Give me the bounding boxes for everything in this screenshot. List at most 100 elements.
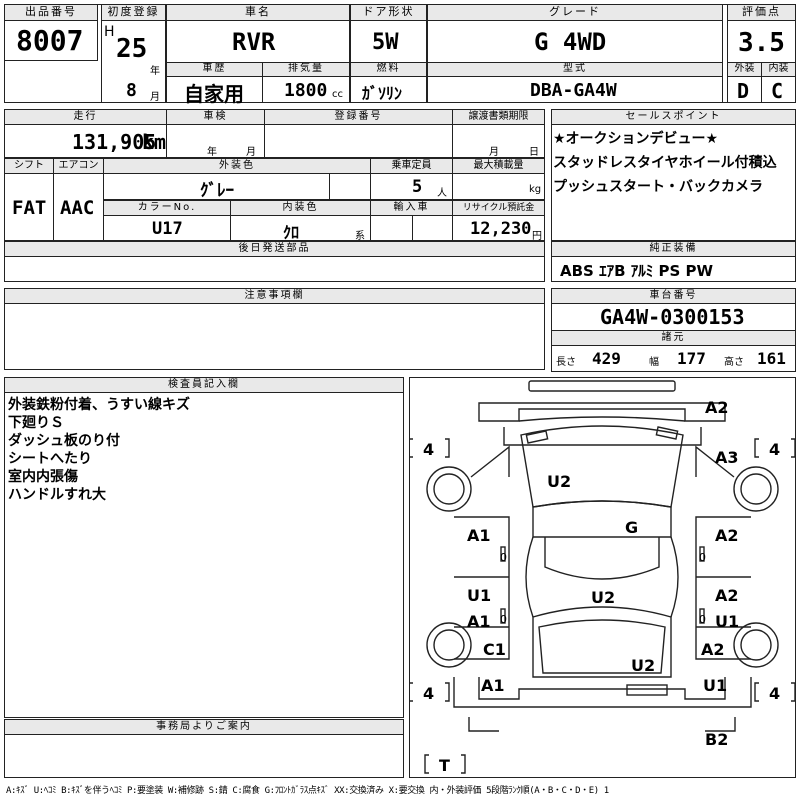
score-header: 評価点 — [727, 4, 796, 21]
inspector-note-6: ハンドルすれ大 — [8, 487, 106, 503]
shift: FAT — [12, 197, 47, 219]
score: 3.5 — [738, 28, 785, 58]
sales-point-line-3: プッシュスタート・バックカメラ — [553, 179, 763, 195]
legend: A:ｷｽﾞ U:ﾍｺﾐ B:ｷｽﾞを伴うﾍｺﾐ P:要塗装 W:補修跡 S:錆 … — [6, 786, 609, 796]
model-code: DBA-GA4W — [530, 80, 617, 101]
sales-points-cell — [551, 124, 796, 241]
mark-left-rear-door-lower: A1 — [467, 612, 491, 631]
car-name: RVR — [232, 28, 276, 56]
inspector-header: 検査員記入欄 — [4, 377, 404, 393]
capacity: 5 — [412, 177, 423, 197]
import-header: 輸入車 — [370, 200, 453, 216]
height-label: 高さ — [724, 357, 744, 368]
capacity-unit: 人 — [437, 188, 447, 199]
car-name-header: 車名 — [166, 4, 350, 21]
int-color-header: 内装色 — [230, 200, 371, 216]
mark-right-front-door: A2 — [715, 526, 739, 545]
transfer-month-unit: 月 — [489, 147, 499, 158]
mark-right-rear-quarter: U1 — [703, 676, 727, 695]
mark-left-rear-quarter: A1 — [481, 676, 505, 695]
exterior-score: D — [737, 79, 750, 103]
first-registration-cell — [101, 20, 166, 103]
mileage: 131,905 — [72, 130, 157, 154]
zero-mark-right-front: 0 — [699, 551, 706, 564]
later-parts-header: 後日発送部品 — [4, 241, 545, 257]
shift-header: シフト — [4, 158, 54, 174]
sales-points-header: セールスポイント — [551, 109, 796, 125]
inspector-note-1: 外装鉄粉付着、うすい線キズ — [8, 397, 190, 413]
int-color-cell — [230, 215, 371, 241]
notes-header: 注意事項欄 — [4, 288, 545, 304]
inspection-header: 車検 — [166, 109, 265, 125]
mark-rear-bumper: B2 — [705, 730, 728, 749]
tire-rear-left: 4 — [423, 684, 434, 703]
mark-back-door: U2 — [631, 656, 655, 675]
later-parts-cell — [4, 256, 545, 282]
lot-number: 8007 — [16, 24, 84, 57]
dimensions-cell — [551, 345, 796, 372]
height-value: 161 — [757, 349, 786, 368]
width-value: 177 — [677, 349, 706, 368]
grade: G 4WD — [534, 28, 607, 56]
chassis-number: GA4W-0300153 — [600, 305, 745, 329]
sales-point-line-2: スタッドレスタイヤホイール付積込 — [553, 155, 777, 171]
load-header: 最大積載量 — [452, 158, 545, 174]
grade-header: グレード — [427, 4, 723, 21]
equipment-cell — [551, 256, 796, 282]
office-cell — [4, 734, 404, 778]
inspection-year-unit: 年 — [207, 147, 217, 158]
registration-year: 25 — [116, 34, 148, 64]
interior-score: C — [771, 79, 784, 103]
zero-mark-left-rear: 0 — [500, 613, 507, 626]
transfer-day-unit: 日 — [529, 147, 539, 158]
exterior-score-header: 外装 — [727, 62, 762, 77]
door-header: ドア形状 — [350, 4, 427, 21]
ac-header: エアコン — [53, 158, 104, 174]
mark-left-rear-door-upper: U1 — [467, 586, 491, 605]
length-label: 長さ — [556, 357, 576, 368]
mark-front-right-fender: A3 — [715, 448, 739, 467]
mileage-unit: km — [142, 130, 167, 154]
car-diagram-frame — [409, 377, 796, 778]
registration-month: 8 — [126, 80, 137, 101]
displacement: 1800 — [284, 80, 328, 101]
inspector-note-3: ダッシュ板のり付 — [8, 433, 120, 449]
office-header: 事務局よりご案内 — [4, 719, 404, 735]
transfer-deadline-cell — [452, 124, 545, 158]
spare-tire: T — [439, 756, 450, 775]
tire-front-right: 4 — [769, 440, 780, 459]
inspector-cell — [4, 392, 404, 718]
transfer-deadline-header: 譲渡書類期限 — [452, 109, 545, 125]
int-color-unit: 系 — [355, 231, 365, 242]
color-no: U17 — [152, 219, 183, 239]
year-unit: 年 — [150, 66, 160, 77]
interior-score-cell — [761, 76, 796, 103]
mark-front-bumper: A2 — [705, 398, 729, 417]
color-no-header: カラーNo. — [103, 200, 231, 216]
ext-color: ｸﾞﾚｰ — [200, 181, 234, 201]
displacement-header: 排気量 — [262, 62, 350, 77]
tire-rear-right: 4 — [769, 684, 780, 703]
car-diagram: 4 4 4 4 T A2 A3 U2 G A1 A2 U1 U2 A2 A1 U… — [409, 380, 796, 775]
interior-score-header: 内装 — [761, 62, 796, 77]
fuel: ｶﾞｿﾘﾝ — [362, 84, 403, 103]
door-type: 5W — [372, 30, 399, 55]
sales-point-line-1: ★オークションデビュー★ — [553, 131, 719, 147]
mark-right-rear-door: A2 — [715, 586, 739, 605]
equipment: ABS ｴｱB ｱﾙﾐ PS PW — [560, 262, 714, 280]
fuel-header: 燃料 — [350, 62, 427, 77]
width-label: 幅 — [649, 357, 659, 368]
tire-front-left: 4 — [423, 440, 434, 459]
mark-left-front-door: A1 — [467, 526, 491, 545]
recycle-cell — [452, 215, 545, 241]
int-color: ｸﾛ — [283, 223, 300, 242]
recycle-unit: 円 — [532, 231, 542, 242]
lot-number-cell — [4, 20, 98, 61]
mark-hood: U2 — [547, 472, 571, 491]
import-cell-b — [412, 215, 453, 241]
lot-number-header: 出品番号 — [4, 4, 98, 21]
inspector-note-4: シートへたり — [8, 451, 92, 467]
capacity-header: 乗車定員 — [370, 158, 453, 174]
fuel-cell — [350, 76, 427, 103]
mark-windshield: G — [625, 518, 638, 537]
